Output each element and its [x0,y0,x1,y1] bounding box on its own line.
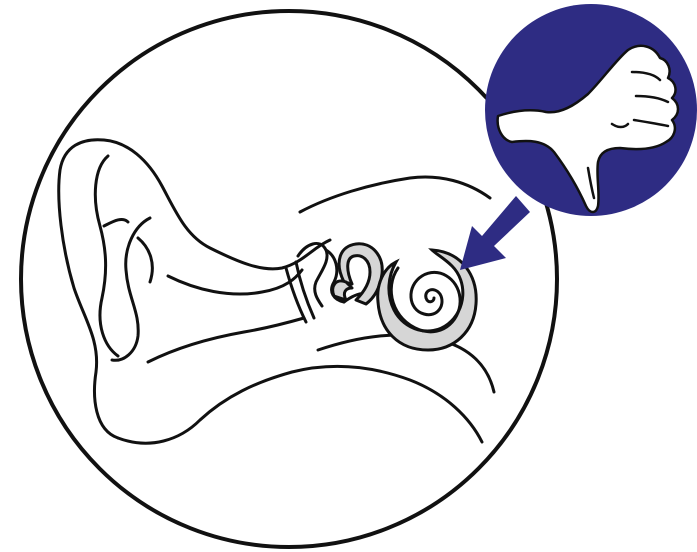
thumbs-down-badge [485,4,697,216]
